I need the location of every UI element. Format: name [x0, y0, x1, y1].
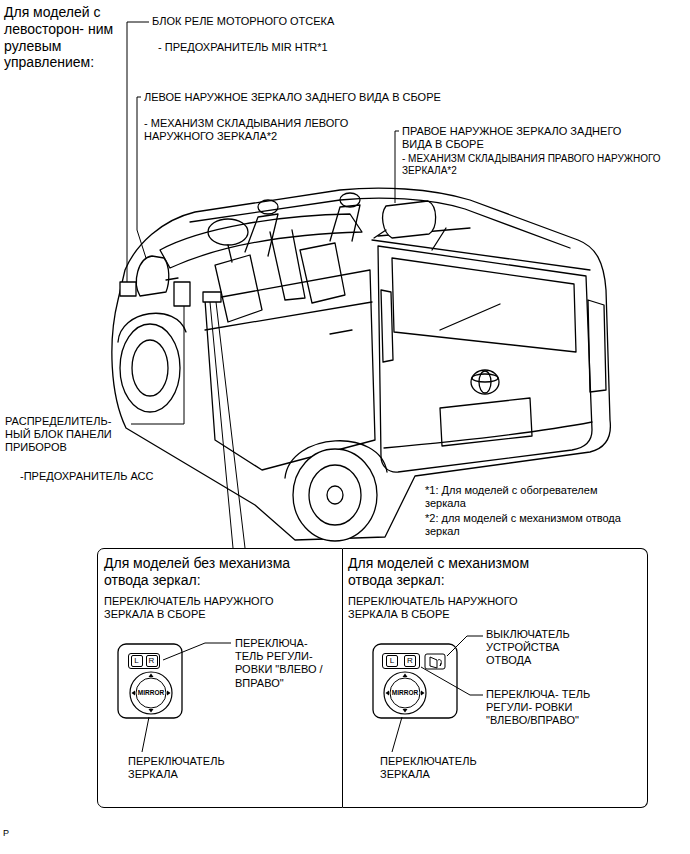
center-console — [270, 230, 305, 300]
pad-label: MIRROR — [392, 690, 418, 697]
panel-subheading: ПЕРЕКЛЮЧАТЕЛЬ НАРУЖНОГО ЗЕРКАЛА В СБОРЕ — [348, 595, 538, 621]
rear-bumper — [384, 422, 592, 448]
figure-code: P — [3, 828, 33, 839]
switch-housing — [118, 644, 182, 718]
driver-seat — [215, 255, 262, 322]
arrow-mark — [403, 709, 408, 713]
mirror-switch — [203, 292, 221, 302]
leader-line — [210, 302, 233, 548]
rear-window — [392, 258, 576, 352]
arrow-mark — [132, 691, 136, 696]
part-name: - МЕХАНИЗМ СКЛАДЫВАНИЯ ПРАВОГО НАРУЖНОГО… — [402, 153, 662, 177]
arrow-mark — [386, 691, 390, 696]
leader-line — [447, 636, 483, 656]
part-name: ПЕРЕКЛЮЧА- ТЕЛЬ РЕГУЛИ- РОВКИ "ВЛЕВО /ВП… — [235, 637, 330, 690]
headrest — [258, 200, 278, 214]
pad-ring — [384, 672, 426, 714]
part-name: - МЕХАНИЗМ СКЛАДЫВАНИЯ ЛЕВОГО НАРУЖНОГО … — [144, 117, 349, 143]
tail-light — [381, 290, 393, 362]
passenger-seat-back — [330, 205, 360, 241]
arrow-mark — [149, 709, 154, 713]
part-name: ЛЕВОЕ НАРУЖНОЕ ЗЕРКАЛО ЗАДНЕГО ВИДА В СБ… — [144, 91, 484, 104]
side-letter: L — [131, 655, 143, 667]
rear-wheel-rim — [309, 465, 361, 525]
part-name: ПЕРЕКЛЮЧА- ТЕЛЬ РЕГУЛИ- РОВКИ "ВЛЕВО/ВПР… — [486, 688, 596, 728]
rear-hatch — [378, 246, 592, 472]
leader-line — [142, 717, 149, 752]
front-wheel-rim — [132, 340, 168, 396]
tail-light — [588, 300, 606, 392]
side-letter: L — [386, 655, 398, 667]
rear-wheel-hub — [327, 486, 343, 504]
leader-line — [163, 643, 231, 660]
leader-line — [131, 306, 184, 424]
leader-line — [395, 131, 399, 203]
part-name: ПЕРЕКЛЮЧАТЕЛЬ ЗЕРКАЛА — [128, 755, 248, 781]
arrow-mark — [149, 674, 154, 678]
leader-line — [127, 22, 149, 282]
steering-column — [228, 245, 232, 262]
emblem — [471, 370, 499, 394]
arrow-mark — [167, 691, 171, 696]
mirror-arm — [166, 278, 178, 280]
retract-switch — [425, 654, 445, 669]
front-wheel — [120, 324, 180, 412]
left-mirror — [136, 256, 168, 296]
arrow-mark — [421, 691, 425, 696]
driver-seat-back — [245, 214, 278, 256]
part-name: ПЕРЕКЛЮЧАТЕЛЬ ЗЕРКАЛА — [380, 755, 500, 781]
part-name: РАСПРЕДЕЛИТЕЛЬ- НЫЙ БЛОК ПАНЕЛИ ПРИБОРОВ — [5, 415, 127, 455]
pad-ring — [130, 672, 172, 714]
retract-symbol — [430, 657, 441, 668]
right-mirror — [383, 201, 436, 238]
side-letter: R — [146, 655, 158, 667]
pad-label: MIRROR — [138, 690, 164, 697]
leader-line — [421, 667, 483, 695]
switch-housing — [373, 644, 457, 718]
headrest — [340, 193, 360, 207]
footnote: *1: Для моделей с обогревателем зеркала — [425, 484, 640, 510]
part-name: ПРАВОЕ НАРУЖНОЕ ЗЕРКАЛО ЗАДНЕГО ВИДА В С… — [402, 125, 652, 151]
rear-wheel — [293, 449, 377, 541]
part-name: - ПРЕДОХРАНИТЕЛЬ MIR HTR*1 — [158, 41, 418, 54]
leader-line — [392, 717, 402, 752]
note-heading: Для моделей с левосторон- ним рулевым уп… — [4, 4, 116, 71]
part-name: -ПРЕДОХРАНИТЕЛЬ АСС — [20, 470, 190, 483]
mirror-arm — [374, 230, 386, 238]
belt-line — [205, 302, 372, 330]
footnote: *2: для моделей с механизмом отвода зерк… — [425, 512, 640, 538]
mirror-pad: MIRROR — [129, 671, 173, 715]
part-name: БЛОК РЕЛЕ МОТОРНОГО ОТСЕКА — [152, 15, 412, 28]
dashboard — [160, 214, 362, 268]
rear-wiper — [440, 304, 500, 330]
door-handle — [330, 330, 352, 334]
pad-center — [136, 678, 166, 708]
junction-block — [174, 282, 190, 306]
passenger-seat — [300, 243, 345, 303]
steering-wheel — [208, 219, 248, 245]
relay-block — [120, 282, 136, 296]
pad-center — [390, 678, 420, 708]
lr-selector: LR — [128, 653, 160, 669]
panel-heading: Для моделей с механизмом отвода зеркал: — [348, 555, 553, 589]
emblem — [472, 374, 498, 382]
leader-line — [216, 302, 245, 548]
side-letter: R — [404, 655, 416, 667]
part-name: ВЫКЛЮЧАТЕЛЬ УСТРОЙСТВА ОТВОДА — [486, 628, 596, 668]
license-plate — [440, 398, 532, 446]
arrow-mark — [403, 674, 408, 678]
lr-selector: LR — [382, 653, 420, 669]
mirror-pad: MIRROR — [383, 671, 427, 715]
panel-subheading: ПЕРЕКЛЮЧАТЕЛЬ НАРУЖНОГО ЗЕРКАЛА В СБОРЕ — [104, 595, 294, 621]
panel-heading: Для моделей без механизма отвода зеркал: — [104, 555, 309, 589]
